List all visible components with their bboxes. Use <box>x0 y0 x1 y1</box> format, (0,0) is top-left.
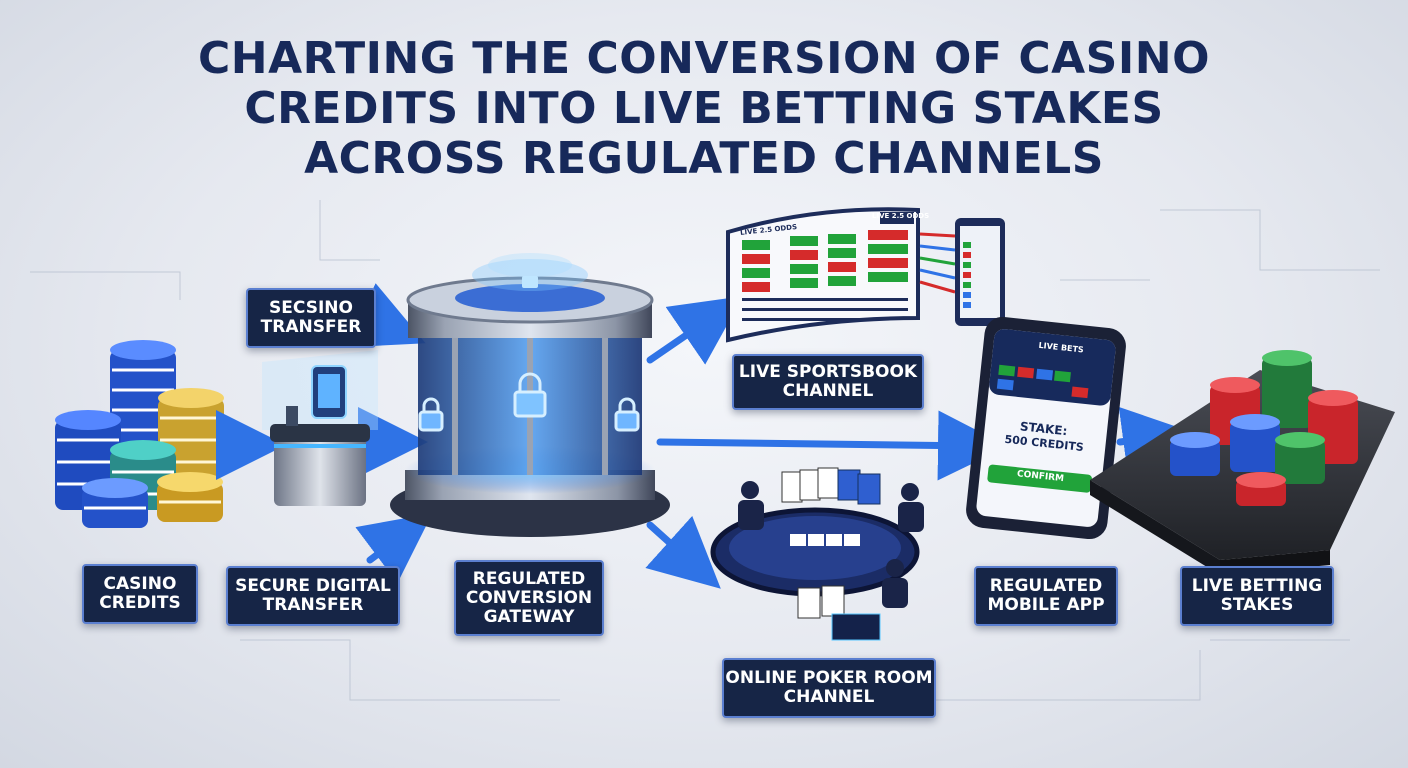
mobile-phone <box>966 316 1126 540</box>
page-title: CHARTING THE CONVERSION OF CASINO CREDIT… <box>0 34 1408 184</box>
label-secure-digital-transfer: SECURE DIGITAL TRANSFER <box>226 566 400 626</box>
label-online-poker-room-channel: ONLINE POKER ROOM CHANNEL <box>722 658 936 718</box>
arrow-gateway-to-mobile <box>656 410 1008 481</box>
sportsbook-scoreboard <box>726 207 1005 343</box>
label-conversion-gateway: REGULATED CONVERSION GATEWAY <box>454 560 604 636</box>
lock-icon <box>418 397 444 432</box>
phone-screen-text: LIVE BETS STAKE: 500 CREDITS CONFIRM <box>980 333 1121 533</box>
arrow-gateway-to-poker <box>645 515 721 589</box>
lock-icon <box>513 372 547 418</box>
chip-stack-blue-front <box>82 478 148 528</box>
title-line-3: ACROSS REGULATED CHANNELS <box>304 133 1104 184</box>
casino-chip-stacks <box>55 340 224 528</box>
arrow-gateway-to-sportsbook <box>646 296 744 365</box>
secure-transfer-kiosk <box>262 350 378 506</box>
player-silhouettes <box>738 481 924 608</box>
label-casino-credits: CASINO CREDITS <box>82 564 198 624</box>
label-live-betting-stakes: LIVE BETTING STAKES <box>1180 566 1334 626</box>
playing-cards <box>781 467 881 619</box>
conversion-gateway <box>390 253 670 537</box>
lock-icon <box>522 276 538 288</box>
title-line-1: CHARTING THE CONVERSION OF CASINO <box>198 33 1210 84</box>
label-secasino-transfer: SECSINO TRANSFER <box>246 288 376 348</box>
scoreboard-header-right: LIVE 2.5 ODDS <box>872 212 930 220</box>
phone-stake-amount: 500 CREDITS <box>1003 432 1085 455</box>
circuit-lines <box>30 200 1380 701</box>
phone-header: LIVE BETS <box>1038 340 1085 355</box>
data-stream-lines <box>919 232 956 294</box>
lock-icon <box>614 397 640 432</box>
phone-small <box>955 218 1005 326</box>
label-regulated-mobile-app: REGULATED MOBILE APP <box>974 566 1118 626</box>
poker-table <box>710 467 924 641</box>
chip-stacks-red-green-blue <box>1170 350 1358 506</box>
title-line-2: CREDITS INTO LIVE BETTING STAKES <box>244 83 1164 134</box>
arrow-transfer-to-gateway <box>355 513 433 584</box>
odds-grid <box>742 230 908 321</box>
flow-arrows <box>216 283 1193 589</box>
phone-confirm-button: CONFIRM <box>1016 469 1065 485</box>
label-live-sportsbook-channel: LIVE SPORTSBOOK CHANNEL <box>732 354 924 410</box>
live-stakes-tray <box>1090 350 1395 575</box>
chip-stack-gold-front <box>157 472 223 522</box>
